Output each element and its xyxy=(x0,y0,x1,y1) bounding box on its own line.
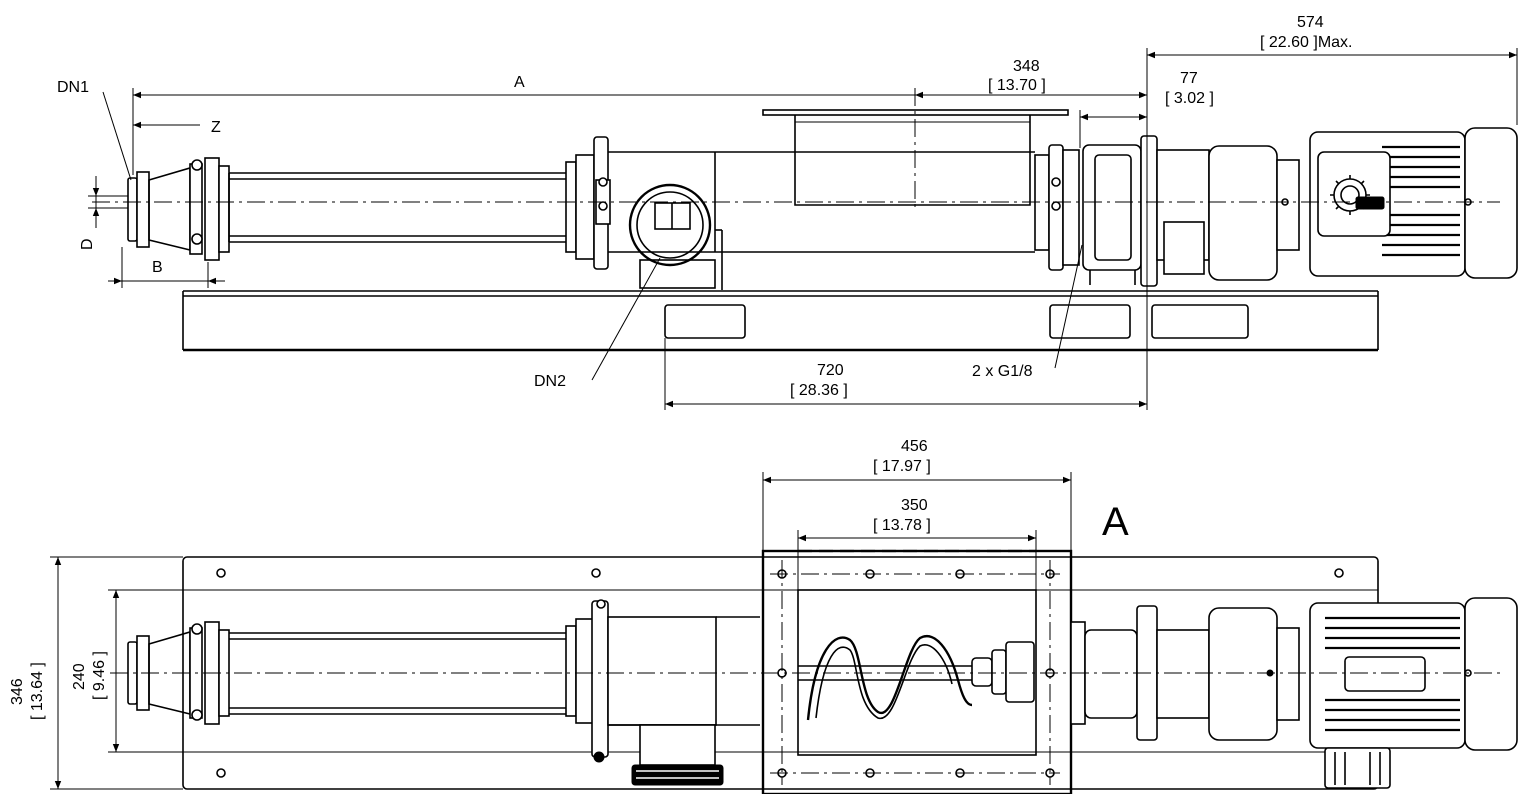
dim-720-imperial: [ 28.36 ] xyxy=(790,382,848,399)
plan-hopper xyxy=(761,549,1073,794)
label-b: B xyxy=(152,259,163,276)
dim-240-imperial: [ 9.46 ] xyxy=(91,651,108,700)
bearing-flange xyxy=(1034,144,1080,271)
dim-350-value: 350 xyxy=(901,497,928,514)
dim-348-imperial: [ 13.70 ] xyxy=(988,77,1046,94)
gearbox xyxy=(1156,145,1300,281)
dim-348-value: 348 xyxy=(1013,58,1040,75)
side-view-dimensions xyxy=(88,48,1518,410)
plan-view-dimensions xyxy=(50,472,1072,790)
dim-346-imperial: [ 13.64 ] xyxy=(29,662,46,720)
dim-240-value: 240 xyxy=(71,663,88,690)
plan-view xyxy=(110,549,1518,794)
suction-housing xyxy=(608,151,1035,290)
nord-gear-logo-icon xyxy=(1330,175,1385,215)
plan-housing xyxy=(607,616,760,786)
plan-drive xyxy=(1070,597,1518,789)
label-g18: 2 x G1/8 xyxy=(972,363,1033,380)
side-view xyxy=(92,88,1518,352)
inlet-flange xyxy=(127,157,230,261)
label-dn1: DN1 xyxy=(57,79,89,96)
dim-350-imperial: [ 13.78 ] xyxy=(873,517,931,534)
plan-stator xyxy=(229,632,566,715)
screw-conveyor xyxy=(798,635,1035,721)
housing-flange xyxy=(565,136,611,270)
plan-housing-flange xyxy=(565,599,609,763)
label-a-dimension: A xyxy=(514,74,525,91)
labels: DN1 A Z D B DN2 2 x G1/8 A 574 [ 22.60 ]… xyxy=(9,14,1353,720)
dim-77-value: 77 xyxy=(1180,70,1198,87)
mounting-holes xyxy=(216,568,1344,778)
bearing-housing xyxy=(1082,135,1158,287)
dim-574-imperial: [ 22.60 ]Max. xyxy=(1260,34,1353,51)
motor xyxy=(1281,127,1518,279)
label-dn2: DN2 xyxy=(534,373,566,390)
dim-456-value: 456 xyxy=(901,438,928,455)
dim-574-value: 574 xyxy=(1297,14,1324,31)
label-view-a: A xyxy=(1102,500,1129,544)
hopper-bolts xyxy=(777,569,1055,778)
dim-720-value: 720 xyxy=(817,362,844,379)
label-d: D xyxy=(79,238,96,250)
dim-346-value: 346 xyxy=(9,678,26,705)
stator-tube xyxy=(228,172,566,243)
dim-456-imperial: [ 17.97 ] xyxy=(873,458,931,475)
dim-77-imperial: [ 3.02 ] xyxy=(1165,90,1214,107)
base-frame xyxy=(182,290,1379,352)
label-z: Z xyxy=(211,119,221,136)
